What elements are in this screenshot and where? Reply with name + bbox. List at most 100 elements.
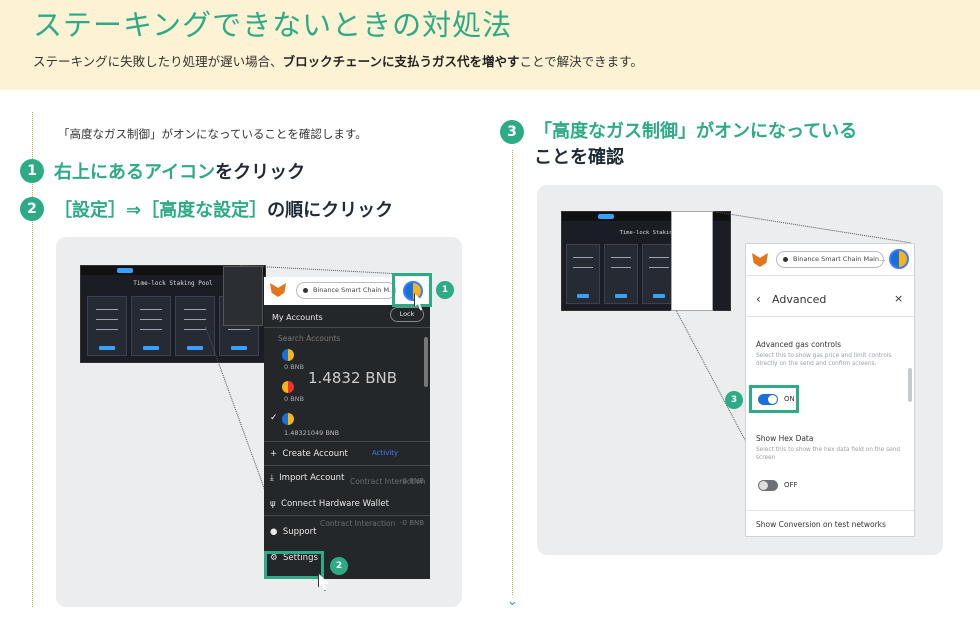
step-highlight: ［設定］⇒［高度な設定］: [54, 200, 268, 221]
step-text: 「高度なガス制御」がオンになっている ことを確認: [534, 119, 857, 171]
step-rest: の順にクリック: [267, 200, 394, 221]
gas-controls-desc: Select this to show gas price and limit …: [756, 353, 892, 367]
metamask-fox-icon: [752, 253, 768, 267]
network-selector[interactable]: Binance Smart Chain Main...: [776, 251, 885, 268]
dapp-card: [642, 244, 676, 304]
hex-toggle-state: OFF: [784, 481, 798, 489]
connect-hardware-wallet-item[interactable]: ψ Connect Hardware Wallet: [270, 499, 430, 509]
divider: [746, 316, 914, 317]
mini-advanced-panel: [671, 211, 713, 311]
dapp-topbar: [562, 212, 730, 221]
page-subtitle: ステーキングに失敗したり処理が遅い場合、ブロックチェーンに支払うガス代を増やすこ…: [33, 51, 643, 70]
callout-badge-1: 1: [436, 281, 454, 299]
chevron-down-icon: ⌄: [507, 594, 518, 609]
bg-amount: -0 BNB: [400, 519, 425, 527]
lock-button[interactable]: Lock: [390, 307, 424, 322]
step-number: 1: [20, 159, 44, 183]
step-number: 3: [500, 120, 524, 144]
right-screenshot-panel: Time-lock Staking Pool Binance Smart Cha…: [537, 185, 943, 555]
account-avatar-icon: [282, 413, 294, 425]
back-icon[interactable]: ‹: [756, 292, 761, 306]
hex-data-toggle[interactable]: [758, 480, 778, 491]
dapp-title: Time-lock Staking Pool: [133, 280, 213, 287]
menu-label: Connect Hardware Wallet: [281, 499, 389, 509]
network-selector[interactable]: Binance Smart Chain M...: [296, 282, 396, 299]
plus-icon: +: [270, 449, 278, 459]
subtitle-bold: ブロックチェーンに支払うガス代を増やす: [282, 54, 520, 69]
dapp-screenshot: Time-lock Staking Pool: [80, 265, 266, 363]
account-balance: 0 BNB: [284, 363, 304, 371]
avatar-highlight: [392, 273, 432, 307]
bg-transaction: Contract Interaction: [350, 477, 426, 486]
dapp-card: [604, 244, 638, 304]
account-balance: 0 BNB: [284, 395, 304, 403]
dapp-connect-button: [117, 268, 133, 273]
step-3: 3 「高度なガス制御」がオンになっている ことを確認: [500, 120, 857, 171]
metamask-fox-icon: [270, 283, 286, 297]
account-avatar-icon: [282, 381, 294, 393]
hex-data-title: Show Hex Data: [756, 434, 814, 443]
callout-badge-3: 3: [725, 391, 743, 409]
step-text: ［設定］⇒［高度な設定］の順にクリック: [54, 196, 393, 222]
account-avatar-icon: [282, 349, 294, 361]
gas-toggle-state: ON: [784, 395, 795, 403]
header-banner: ステーキングできないときの対処法 ステーキングに失敗したり処理が遅い場合、ブロッ…: [0, 0, 980, 90]
gas-controls-toggle[interactable]: [758, 394, 778, 405]
create-account-item[interactable]: + Create Account: [270, 449, 430, 459]
dapp-topbar: [81, 266, 265, 275]
conversion-title: Show Conversion on test networks: [756, 520, 886, 529]
bg-transaction: Contract Interaction: [320, 519, 396, 528]
dapp-card: [175, 296, 215, 356]
callout-badge-2: 2: [330, 557, 348, 575]
dapp-connect-button: [598, 214, 614, 219]
import-icon: ⤓: [270, 473, 274, 483]
subtitle-text-end: ことで解決できます。: [519, 54, 643, 69]
step-number: 2: [20, 197, 44, 221]
advanced-title: Advanced: [772, 293, 827, 306]
scrollbar[interactable]: [424, 337, 428, 387]
dapp-card: [566, 244, 600, 304]
menu-label: Create Account: [282, 449, 348, 459]
dapp-card: [131, 296, 171, 356]
mini-metamask: [223, 266, 263, 326]
total-balance: 1.4832 BNB: [308, 369, 398, 387]
menu-label: Settings: [283, 553, 318, 563]
gas-toggle-highlight: [749, 385, 799, 413]
gear-icon: ⚙: [270, 553, 278, 563]
checkmark-icon: ✓: [270, 413, 278, 423]
my-accounts-label: My Accounts: [272, 313, 323, 322]
step-1: 1 右上にあるアイコンをクリック: [20, 158, 305, 184]
account-avatar-icon[interactable]: [403, 281, 423, 301]
search-accounts-input[interactable]: Search Accounts: [278, 334, 341, 343]
step-rest: をクリック: [215, 162, 306, 183]
settings-item[interactable]: ⚙ Settings: [270, 553, 430, 563]
gas-controls-title: Advanced gas controls: [756, 340, 841, 349]
advanced-header: Binance Smart Chain Main...: [746, 244, 914, 276]
dapp-title: Time-lock Staking Pool: [619, 230, 693, 236]
account-balance: 1.48321049 BNB: [284, 429, 340, 437]
step-highlight: 右上にあるアイコン: [54, 162, 216, 183]
usb-icon: ψ: [270, 499, 276, 509]
menu-label: Import Account: [279, 473, 345, 483]
support-item[interactable]: ● Support: [270, 527, 430, 537]
activity-tab: Activity: [372, 449, 399, 457]
close-icon[interactable]: ×: [894, 292, 904, 305]
divider: [746, 510, 914, 511]
menu-label: Support: [282, 527, 317, 537]
metamask-popup: Binance Smart Chain M... My Accounts Loc…: [264, 277, 430, 579]
page-title: ステーキングできないときの対処法: [33, 8, 513, 42]
bg-amount: -0 BNB: [400, 477, 425, 485]
step-line-1: 「高度なガス制御」がオンになっている: [534, 121, 858, 142]
left-guide-line: [32, 112, 33, 607]
account-avatar-icon[interactable]: [889, 249, 909, 269]
instruction-note: 「高度なガス制御」がオンになっていることを確認します。: [58, 127, 367, 141]
hex-data-desc: Select this to show the hex data field o…: [756, 447, 901, 461]
connector-line: [712, 211, 911, 244]
chat-icon: ●: [270, 527, 278, 537]
subtitle-text: ステーキングに失敗したり処理が遅い場合、: [33, 54, 283, 69]
step-2: 2 ［設定］⇒［高度な設定］の順にクリック: [20, 196, 393, 222]
dapp-card: [87, 296, 127, 356]
step-text: 右上にあるアイコンをクリック: [54, 158, 305, 184]
scrollbar[interactable]: [908, 368, 912, 402]
import-account-item[interactable]: ⤓ Import Account: [270, 473, 430, 483]
